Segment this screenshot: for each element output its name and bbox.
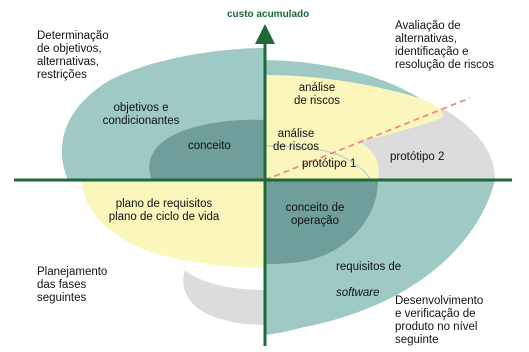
quadrant-label-top-right: Avaliação de alternativas, identificação… xyxy=(395,20,495,71)
label-conceito: conceito xyxy=(188,140,231,152)
quadrant-label-bottom-right: Desenvolvimento e verificação de produto… xyxy=(395,295,484,346)
inner-arc xyxy=(264,145,371,181)
yellow-planning-region xyxy=(82,180,265,268)
label-requisitos: requisitos de software xyxy=(336,248,401,300)
quadrant-label-bottom-left: Planejamento das fases seguintes xyxy=(37,266,108,304)
label-analise-inner: análise de riscos xyxy=(272,128,320,153)
quadrant-label-top-left: Determinação de objetivos, alternativas,… xyxy=(37,30,109,81)
inner-dark-left xyxy=(149,119,265,180)
axis-title: custo acumulado xyxy=(227,9,310,20)
label-objetivos: objetivos e condicionantes xyxy=(102,102,180,127)
label-analise-outer: análise de riscos xyxy=(293,82,341,107)
label-conceito-operacao: conceito de operação xyxy=(285,202,345,227)
arrow-up-icon xyxy=(255,24,275,44)
label-prototipo-1: protótipo 1 xyxy=(302,158,357,170)
label-plano: plano de requisitos plano de ciclo de vi… xyxy=(108,198,220,223)
label-requisitos-line1: requisitos de xyxy=(336,261,402,273)
inner-dark-bottom-right xyxy=(265,180,378,264)
grey-tail-lower xyxy=(183,270,265,325)
label-requisitos-software: software xyxy=(336,287,380,299)
dashed-risk-line xyxy=(264,97,471,181)
label-prototipo-2: protótipo 2 xyxy=(390,151,445,163)
